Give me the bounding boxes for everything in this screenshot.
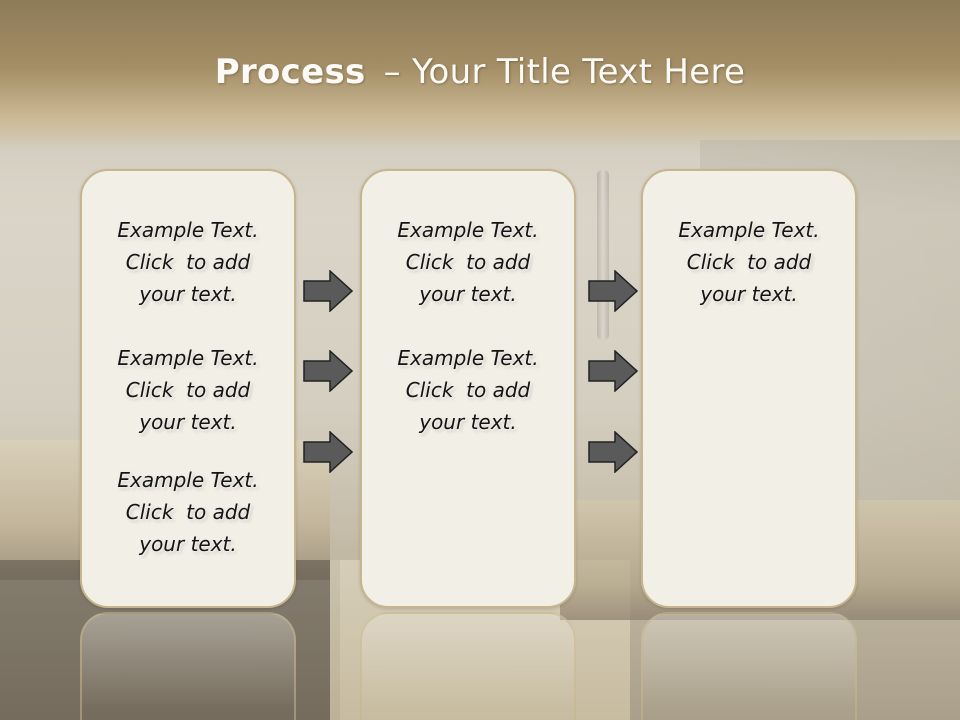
process-box-3[interactable]: Example Text. Click to add your text. [641,169,857,608]
right-arrow-icon[interactable] [588,350,638,392]
right-arrow-icon[interactable] [588,431,638,473]
text-line: Example Text. [117,218,259,242]
right-arrow-icon[interactable] [303,270,353,312]
title-bold: Process [214,52,366,92]
text-line: Click to add [125,500,251,524]
text-line: Click to add [125,378,251,402]
text-line: Example Text. [678,218,820,242]
text-line: Click to add [405,250,531,274]
text-placeholder[interactable]: Example Text. Click to add your text. [362,214,574,310]
text-placeholder[interactable]: Example Text. Click to add your text. [82,464,294,560]
text-line: Click to add [686,250,812,274]
text-placeholder[interactable]: Example Text. Click to add your text. [82,214,294,310]
box-reflection [360,612,576,720]
text-placeholder[interactable]: Example Text. Click to add your text. [82,342,294,438]
slide-title[interactable]: Process – Your Title Text Here [0,52,960,92]
text-line: your text. [139,410,237,434]
text-line: Example Text. [117,468,259,492]
right-arrow-icon[interactable] [588,270,638,312]
text-line: Example Text. [397,218,539,242]
text-line: Click to add [125,250,251,274]
background-top-band [0,0,960,150]
process-box-1[interactable]: Example Text. Click to add your text. Ex… [80,169,296,608]
text-line: Example Text. [117,346,259,370]
right-arrow-icon[interactable] [303,431,353,473]
process-box-2[interactable]: Example Text. Click to add your text. Ex… [360,169,576,608]
text-line: your text. [139,282,237,306]
text-placeholder[interactable]: Example Text. Click to add your text. [362,342,574,438]
text-line: your text. [419,410,517,434]
text-line: Click to add [405,378,531,402]
text-placeholder[interactable]: Example Text. Click to add your text. [643,214,855,310]
box-reflection [641,612,857,720]
text-line: your text. [419,282,517,306]
box-reflection [80,612,296,720]
text-line: your text. [139,532,237,556]
text-line: Example Text. [397,346,539,370]
title-text: – Your Title Text Here [383,52,746,92]
right-arrow-icon[interactable] [303,350,353,392]
text-line: your text. [700,282,798,306]
